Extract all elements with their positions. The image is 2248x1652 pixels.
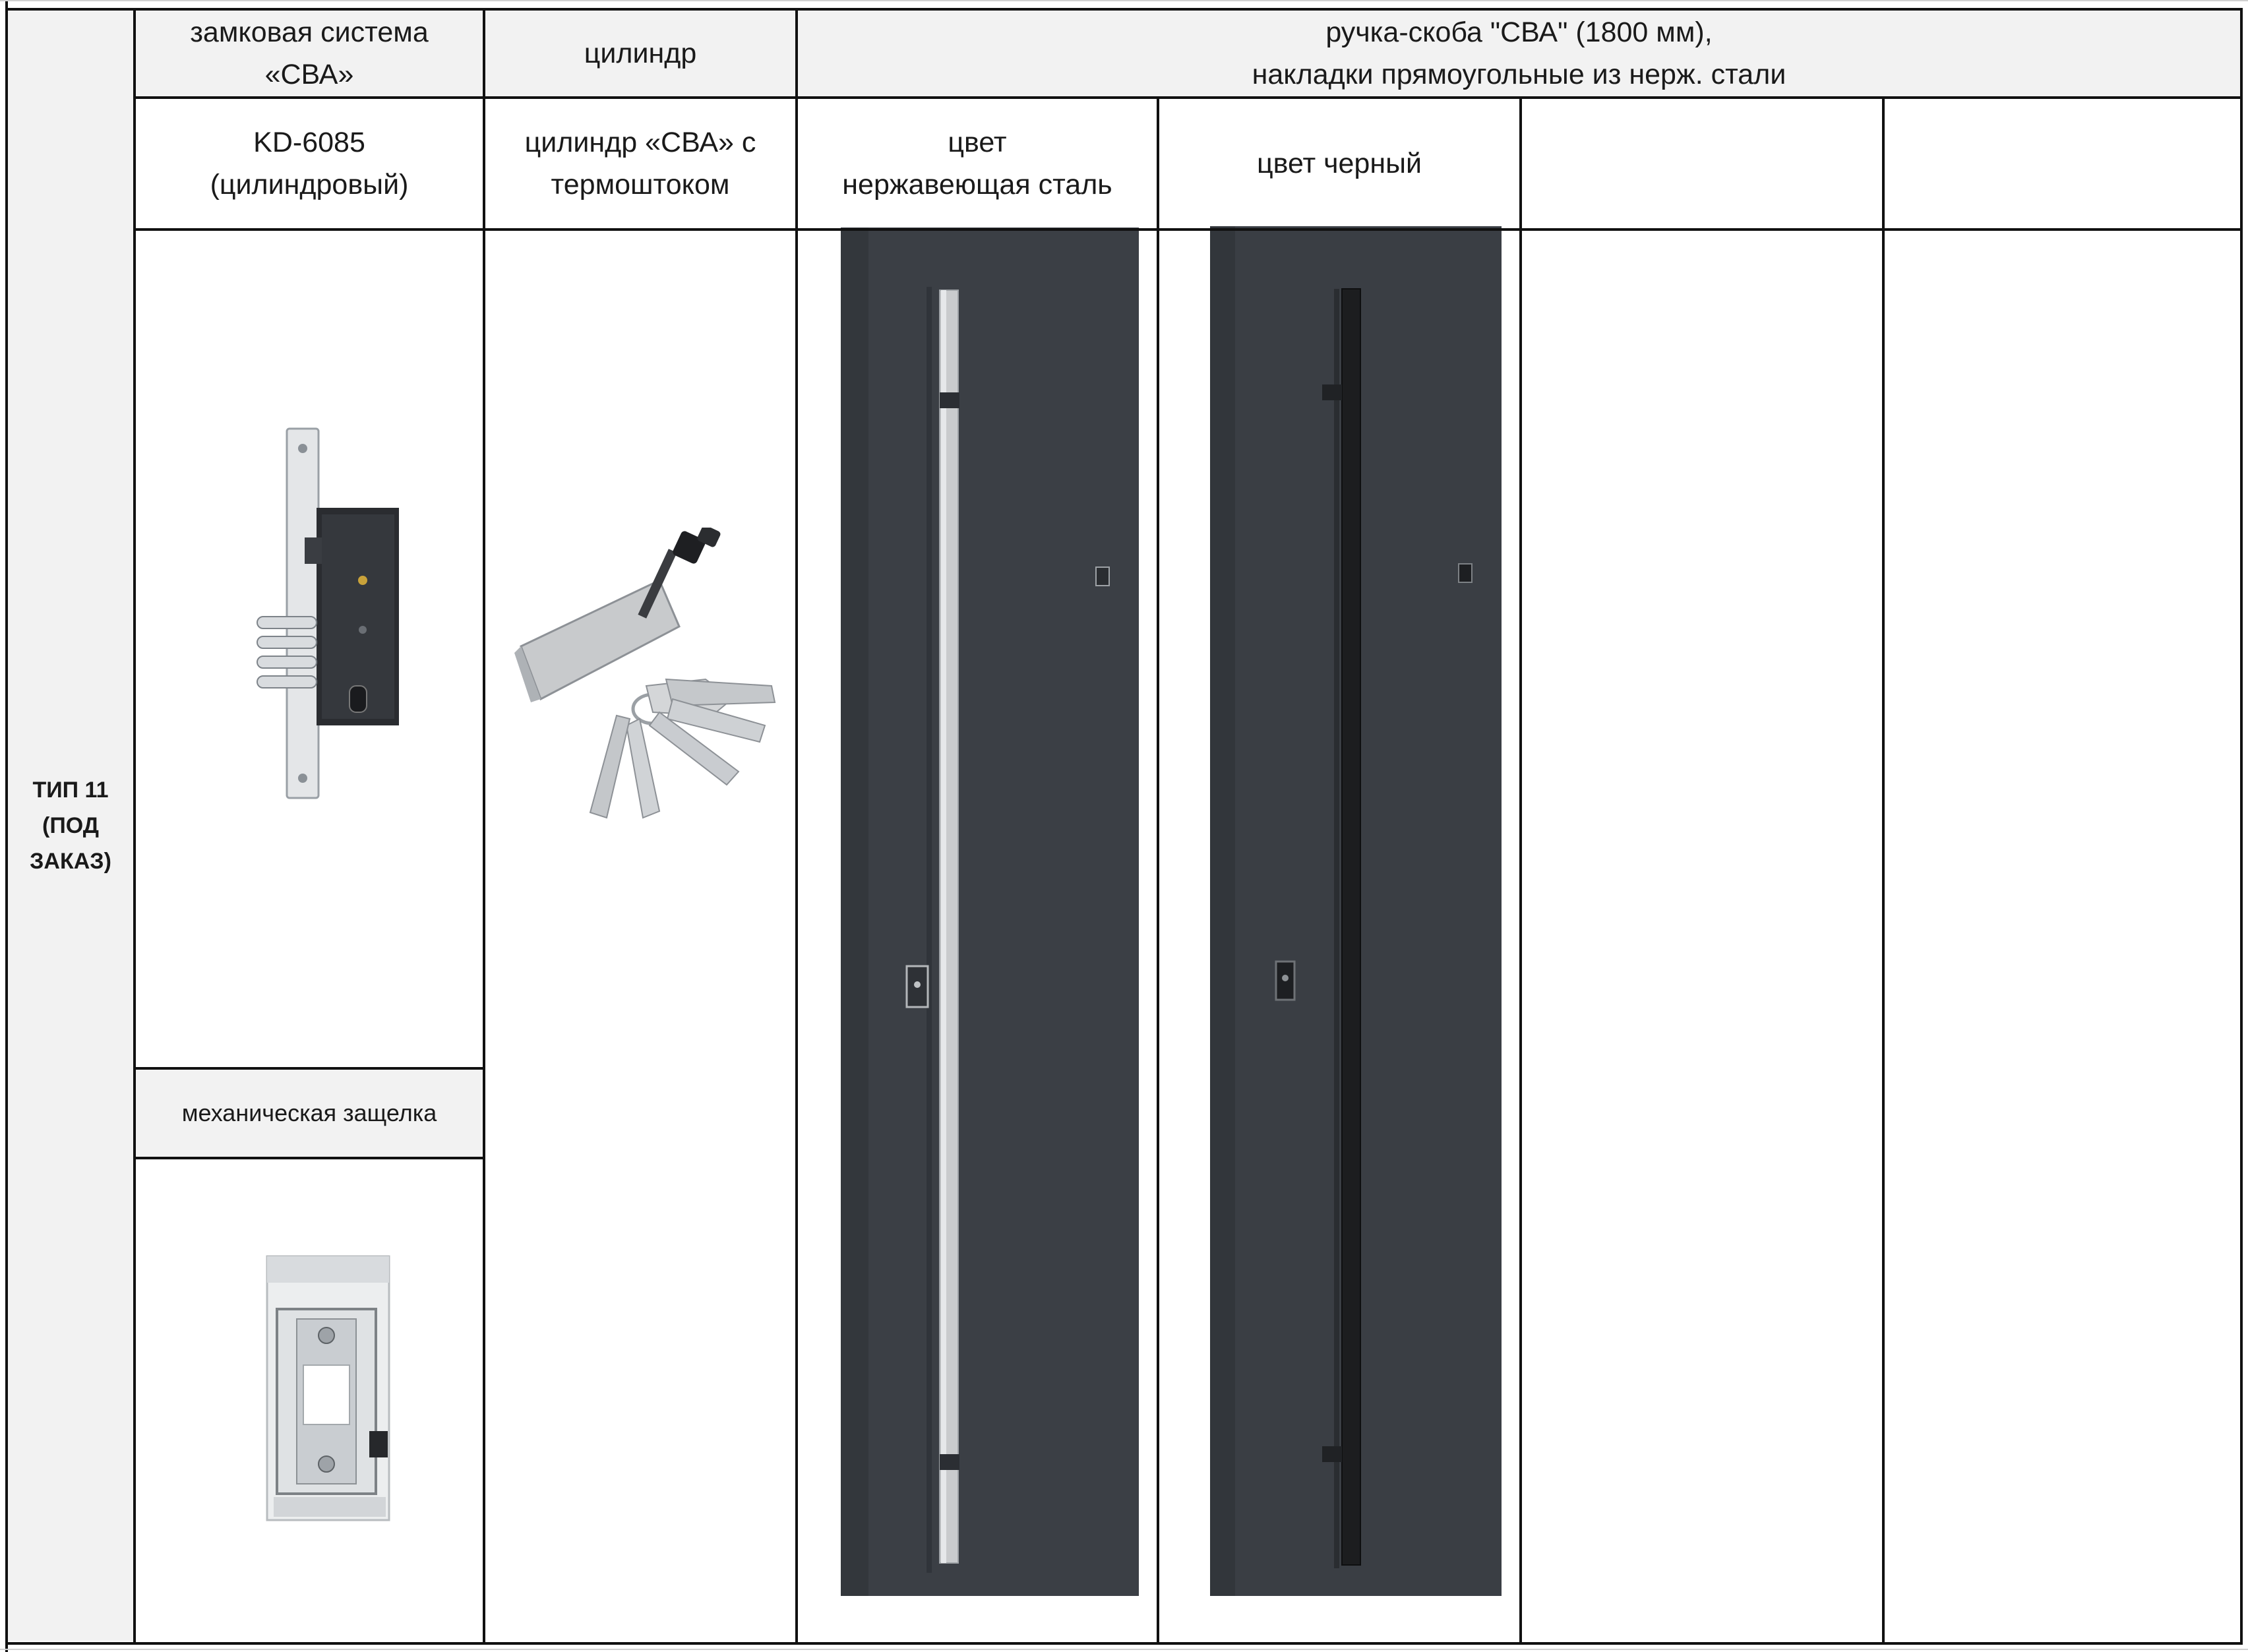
row-header-cell: ТИП 11 (ПОД ЗАКАЗ): [7, 9, 135, 1641]
header-handle: ручка-скоба "СВА" (1800 мм), накладки пр…: [797, 9, 2241, 98]
grid-line: [5, 0, 8, 1652]
header-cylinder-label: цилиндр: [584, 38, 697, 69]
door-steel-handle-image: [841, 228, 1139, 1596]
mechanical-latch-image: [266, 1255, 390, 1521]
header-lock-system: замковая система «СВА»: [135, 9, 484, 98]
header-handle-label: ручка-скоба "СВА" (1800 мм), накладки пр…: [1252, 16, 1786, 90]
grid-line: [133, 96, 2243, 99]
empty-cell-1: [1521, 98, 1883, 229]
handle-color-2-label: цвет черный: [1256, 148, 1422, 179]
grid-line: [133, 228, 2243, 231]
grid-line: [133, 1157, 485, 1159]
header-lock-system-label: замковая система «СВА»: [190, 16, 429, 90]
grid-line: [1157, 96, 1159, 1643]
grid-line: [2240, 8, 2243, 1643]
grid-line: [0, 0, 2248, 1]
grid-line: [795, 8, 798, 1643]
row-header-label: ТИП 11 (ПОД ЗАКАЗ): [30, 777, 111, 874]
handle-color-1-cell: цвет нержавеющая сталь: [797, 98, 1158, 229]
door-black-handle-image: [1210, 226, 1502, 1596]
grid-line: [133, 8, 136, 1643]
lock-model-cell: KD-6085 (цилиндровый): [135, 98, 484, 229]
grid-line: [483, 8, 485, 1643]
mortise-lock-image: [257, 427, 399, 799]
grid-line: [1519, 96, 1522, 1643]
latch-label: механическая защелка: [181, 1099, 437, 1126]
grid-line: [1882, 96, 1885, 1643]
cylinder-with-keys-image: [514, 528, 776, 819]
handle-color-2-cell: цвет черный: [1158, 98, 1521, 229]
lock-model-label: KD-6085 (цилиндровый): [210, 127, 409, 200]
grid-line: [0, 1649, 2248, 1650]
grid-line: [5, 1642, 2243, 1645]
latch-label-cell: механическая защелка: [135, 1068, 484, 1158]
empty-cell-2: [1883, 98, 2241, 229]
grid-line: [5, 8, 2243, 11]
grid-line: [133, 1067, 485, 1070]
cylinder-model-cell: цилиндр «СВА» с термоштоком: [484, 98, 797, 229]
cylinder-model-label: цилиндр «СВА» с термоштоком: [524, 127, 756, 200]
header-cylinder: цилиндр: [484, 9, 797, 98]
handle-color-1-label: цвет нержавеющая сталь: [842, 127, 1112, 200]
